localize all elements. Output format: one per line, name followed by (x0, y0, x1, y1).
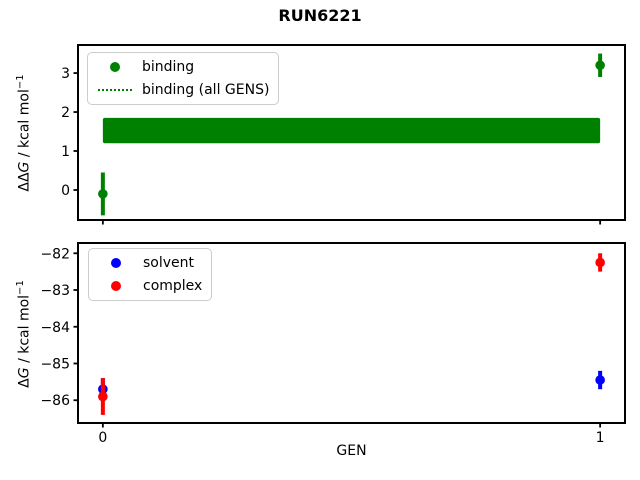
y-tick-label: −84 (40, 320, 70, 336)
axes-border (77, 242, 626, 424)
band-binding-all-gens- (102, 117, 601, 144)
bottom-ylabel-sup: −1 (15, 280, 26, 295)
legend-item-solvent: solvent (98, 254, 202, 272)
point-binding-gen0 (98, 189, 108, 199)
point-complex-gen1 (595, 257, 605, 268)
y-tick-label: −83 (40, 283, 70, 299)
x-tick-label: 0 (98, 430, 107, 446)
dot-marker (110, 62, 120, 72)
bottom-y-axis-label: ΔG / kcal mol−1 (15, 214, 35, 454)
legend-item-binding: binding (97, 58, 269, 76)
legend-item-complex: complex (98, 277, 202, 295)
legend-label: complex (143, 278, 203, 294)
top-ylabel-sup: −1 (15, 74, 26, 90)
dotted-line-marker (98, 89, 132, 91)
legend-dotted-line-icon (97, 89, 133, 91)
legend-label: solvent (143, 255, 195, 271)
dot-marker (111, 281, 121, 291)
legend-label: binding (all GENS) (142, 82, 270, 98)
point-binding-gen1 (595, 60, 605, 71)
top-plot: 0 1 2 3 (61, 44, 626, 225)
x-axis-label: GEN (336, 443, 367, 459)
y-tick-label: 2 (61, 105, 70, 121)
point-complex-gen0 (98, 391, 108, 402)
top-ylabel-unit: / kcal mol (16, 89, 33, 162)
x-tick-label: 1 (596, 430, 605, 446)
bottom-ylabel-var: G (16, 367, 33, 379)
y-tick-label: −82 (40, 246, 70, 262)
bottom-ylabel-unit: / kcal mol (16, 294, 33, 368)
y-tick-label: −86 (40, 393, 70, 409)
legend-label: binding (142, 59, 195, 75)
dot-marker (111, 258, 121, 268)
bottom-plot: 0 1 −82 −83 −84 −85 −86 (40, 242, 626, 446)
legend-item-binding-all-gens-: binding (all GENS) (97, 81, 269, 99)
legend-dot-icon (98, 281, 134, 291)
top-ylabel-var: G (16, 161, 33, 173)
axes-border (77, 44, 626, 221)
figure-title: RUN6221 (278, 6, 362, 25)
bottom-ylabel-prefix: Δ (16, 378, 33, 388)
y-tick-label: 0 (61, 183, 70, 199)
y-tick-label: 1 (61, 144, 70, 160)
legend-dot-icon (98, 258, 134, 268)
y-tick-label: 3 (61, 66, 70, 82)
top-ylabel-prefix: ΔΔ (16, 172, 33, 192)
legend-dot-icon (97, 62, 133, 72)
bottom-legend: solvent complex (88, 248, 213, 301)
y-tick-label: −85 (40, 356, 70, 372)
top-legend: binding binding (all GENS) (87, 52, 280, 105)
point-solvent-gen1 (595, 375, 605, 385)
